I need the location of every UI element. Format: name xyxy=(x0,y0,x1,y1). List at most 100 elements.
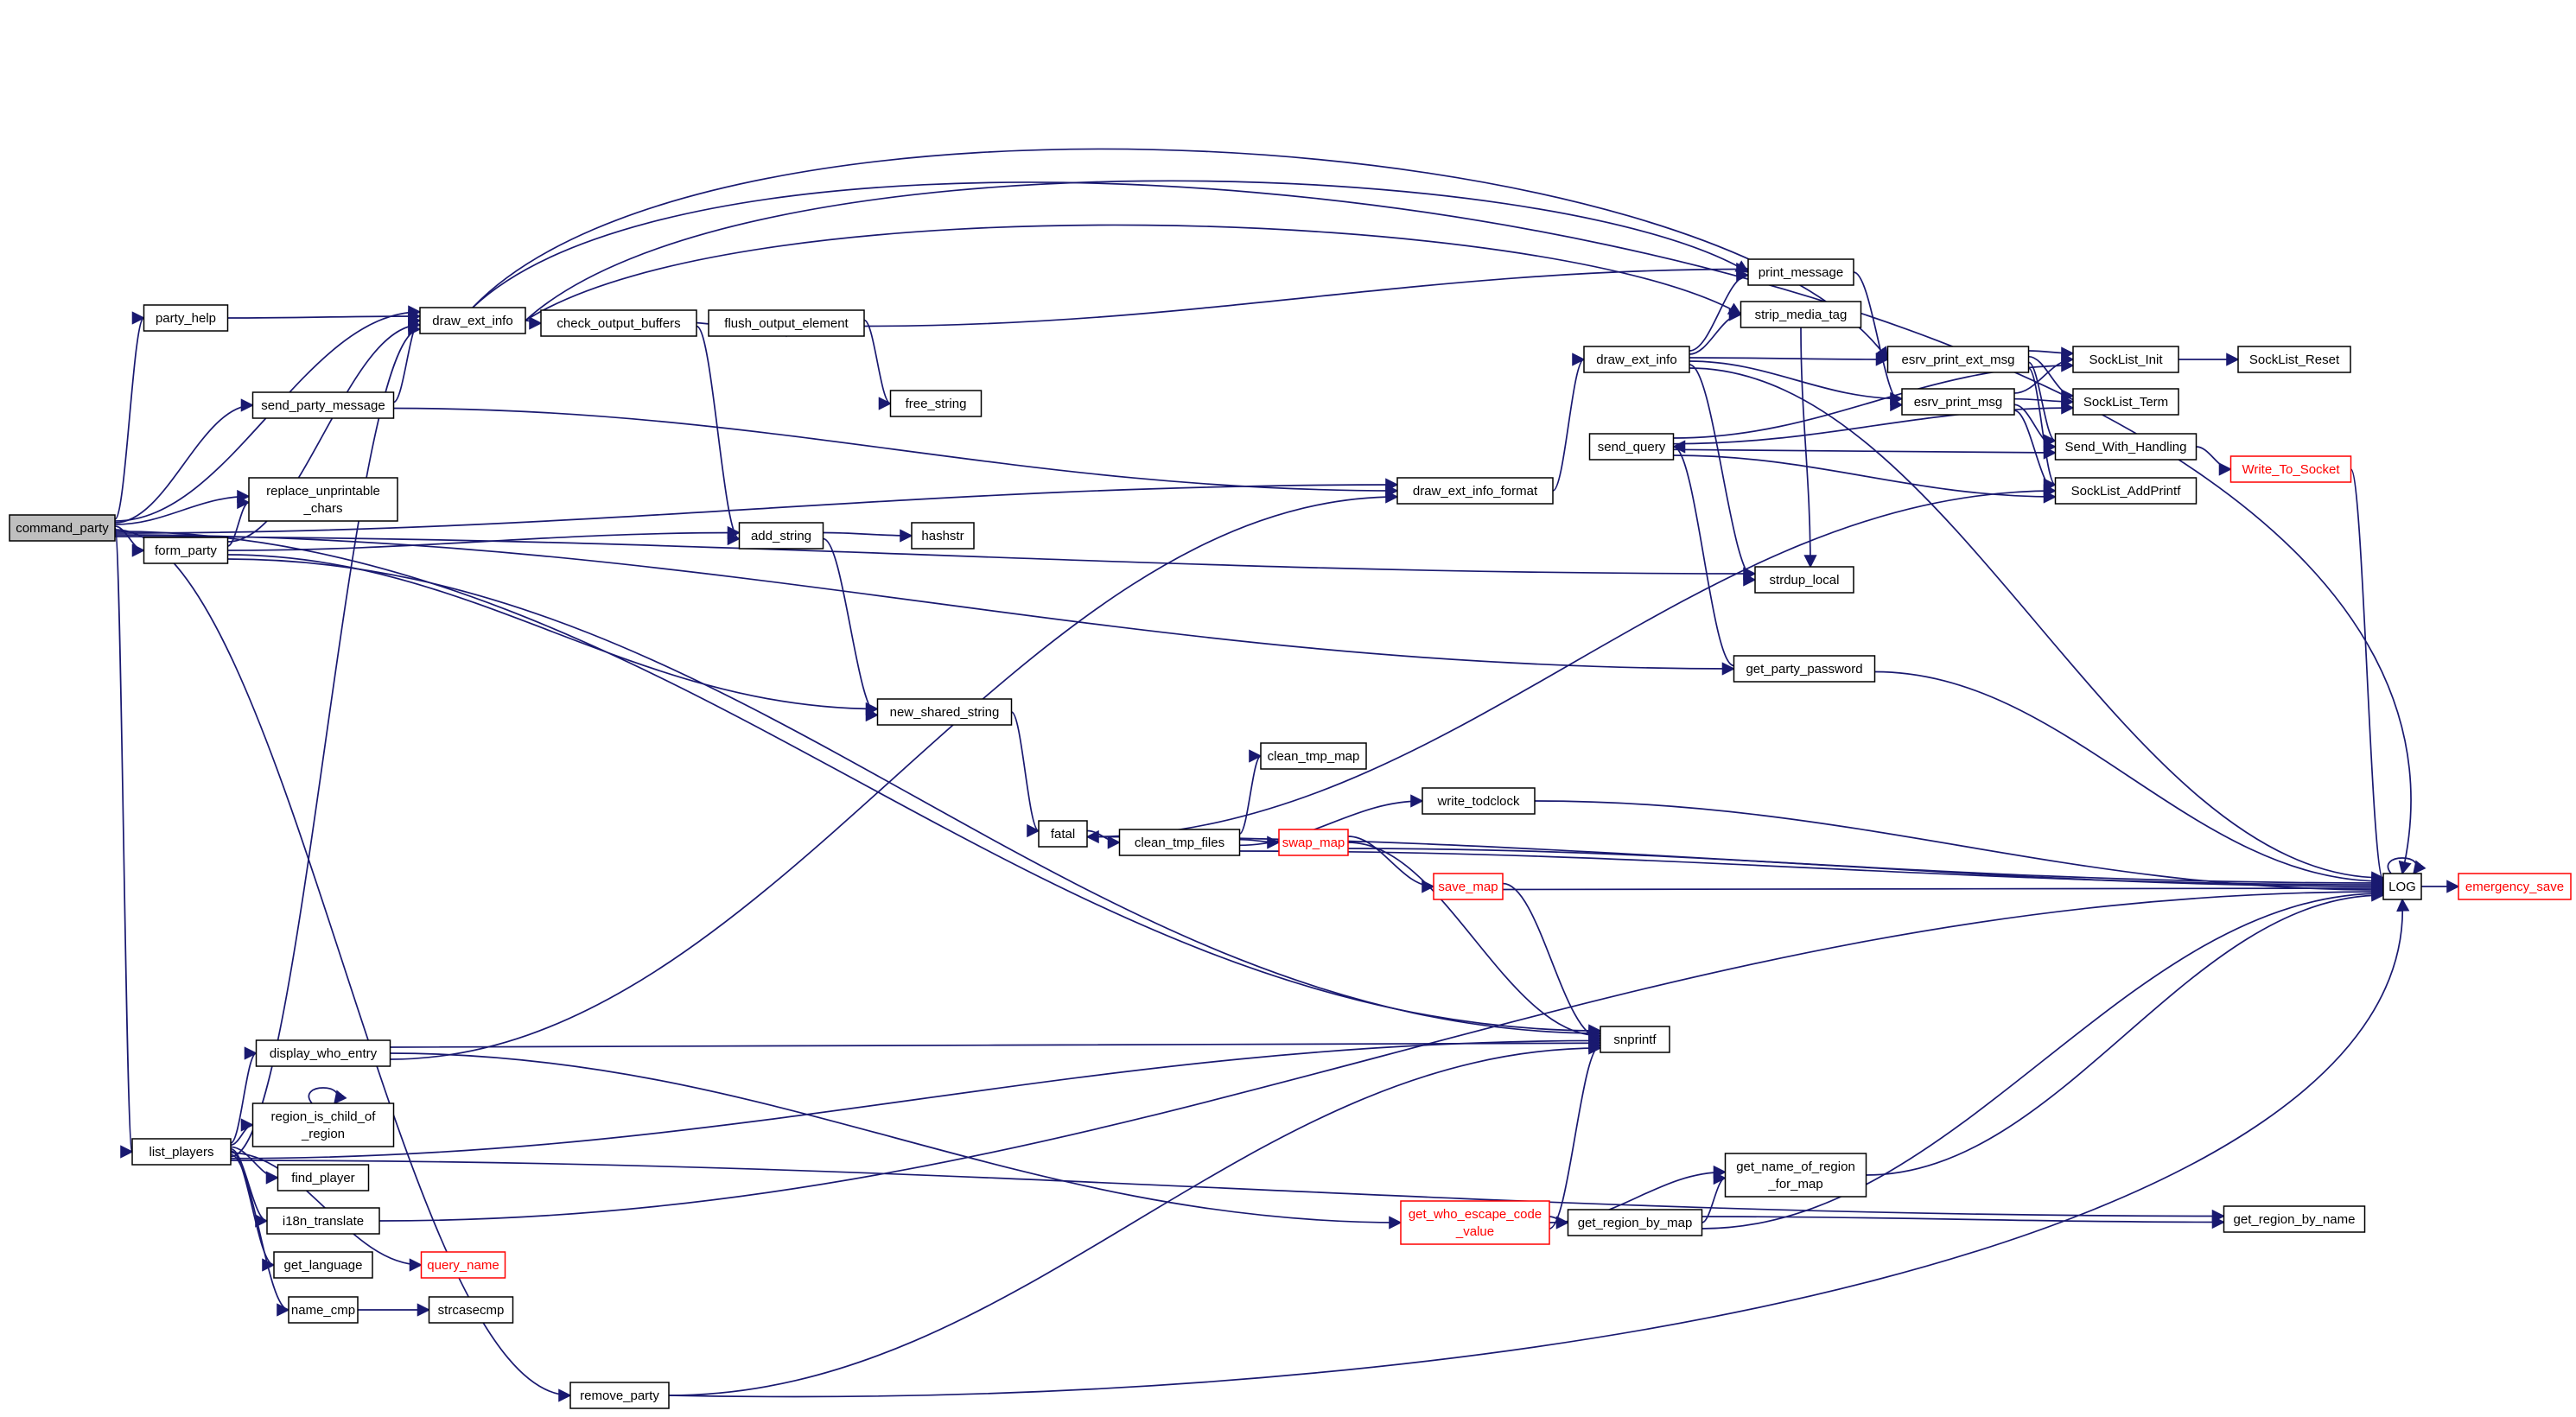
node-draw_ext_info_format[interactable]: draw_ext_info_format xyxy=(1396,477,1554,505)
node-SockList_Reset[interactable]: SockList_Reset xyxy=(2237,346,2351,373)
node-label: print_message xyxy=(1759,265,1843,280)
edge-flush_output_element-to-free_string xyxy=(863,319,893,410)
node-label: emergency_save xyxy=(2465,880,2564,894)
node-form_party[interactable]: form_party xyxy=(143,537,229,564)
node-get_who_escape_code_value[interactable]: get_who_escape_code_value xyxy=(1400,1200,1550,1245)
node-label: get_region_by_name xyxy=(2234,1212,2356,1227)
node-label: strip_media_tag xyxy=(1755,308,1848,322)
node-write_todclock[interactable]: write_todclock xyxy=(1422,787,1536,815)
edge-command_party-to-send_party_message xyxy=(114,398,255,524)
edge-command_party-to-list_players xyxy=(114,527,134,1158)
node-box xyxy=(420,1251,506,1279)
edge-clean_tmp_files-to-LOG xyxy=(1239,850,2385,892)
node-add_string[interactable]: add_string xyxy=(738,522,824,550)
node-display_who_entry[interactable]: display_who_entry xyxy=(255,1039,391,1067)
node-replace_unprintable_chars[interactable]: replace_unprintable_chars xyxy=(248,477,398,522)
node-label: check_output_buffers xyxy=(557,316,680,331)
node-get_language[interactable]: get_language xyxy=(273,1251,373,1279)
node-new_shared_string[interactable]: new_shared_string xyxy=(876,698,1013,726)
node-label: swap_map xyxy=(1282,836,1345,850)
node-draw_ext_info_a[interactable]: draw_ext_info xyxy=(419,307,526,334)
node-box xyxy=(1278,829,1349,856)
edge-draw_ext_info_a-to-print_message xyxy=(525,180,1750,321)
node-box xyxy=(1433,873,1504,900)
node-box xyxy=(131,1138,232,1166)
edge-get_party_password-to-LOG xyxy=(1874,670,2385,888)
node-SockList_Term[interactable]: SockList_Term xyxy=(2072,388,2179,416)
node-SockList_Init[interactable]: SockList_Init xyxy=(2072,346,2179,373)
node-send_query[interactable]: send_query xyxy=(1588,433,1675,461)
node-label: replace_unprintable_chars xyxy=(266,484,380,516)
node-free_string[interactable]: free_string xyxy=(889,390,983,417)
edge-check_output_buffers-to-add_string xyxy=(696,325,741,545)
node-label: draw_ext_info_format xyxy=(1413,484,1538,499)
node-label: party_help xyxy=(156,311,216,326)
node-strdup_local[interactable]: strdup_local xyxy=(1754,566,1854,594)
node-label: command_party xyxy=(16,521,109,536)
node-box xyxy=(2054,433,2198,461)
node-clean_tmp_files[interactable]: clean_tmp_files xyxy=(1118,829,1241,856)
node-get_region_by_name[interactable]: get_region_by_name xyxy=(2223,1205,2366,1233)
edge-esrv_print_msg-to-Send_With_Handling xyxy=(2013,403,2058,454)
edge-command_party-to-replace_unprintable_chars xyxy=(114,489,251,525)
node-box xyxy=(2223,1205,2366,1233)
node-command_party[interactable]: command_party xyxy=(9,514,116,542)
node-swap_map[interactable]: swap_map xyxy=(1278,829,1349,856)
node-check_output_buffers[interactable]: check_output_buffers xyxy=(540,309,697,337)
node-label: strdup_local xyxy=(1770,573,1840,588)
node-get_party_password[interactable]: get_party_password xyxy=(1733,655,1876,683)
edge-draw_ext_info_b-to-esrv_print_ext_msg xyxy=(1689,353,1890,366)
node-party_help[interactable]: party_help xyxy=(143,304,229,332)
node-print_message[interactable]: print_message xyxy=(1747,258,1854,286)
node-box xyxy=(288,1296,359,1324)
node-label: save_map xyxy=(1438,880,1498,894)
edge-command_party-to-remove_party xyxy=(114,529,572,1402)
node-fatal[interactable]: fatal xyxy=(1038,820,1088,848)
edge-list_players-to-snprintf xyxy=(230,1033,1602,1160)
node-clean_tmp_map[interactable]: clean_tmp_map xyxy=(1260,742,1367,770)
node-box xyxy=(1583,346,1690,373)
edge-esrv_print_ext_msg-to-Send_With_Handling xyxy=(2028,361,2058,448)
node-LOG[interactable]: LOG xyxy=(2382,873,2422,900)
node-SockList_AddPrintf[interactable]: SockList_AddPrintf xyxy=(2054,477,2198,505)
node-box xyxy=(1038,820,1088,848)
edge-draw_ext_info_b-to-strip_media_tag xyxy=(1689,308,1743,355)
node-send_party_message[interactable]: send_party_message xyxy=(251,391,395,419)
node-label: flush_output_element xyxy=(724,316,849,331)
node-strip_media_tag[interactable]: strip_media_tag xyxy=(1740,301,1862,328)
node-query_name[interactable]: query_name xyxy=(420,1251,506,1279)
node-box xyxy=(2237,346,2351,373)
edge-command_party-to-draw_ext_info_format xyxy=(114,478,1399,534)
node-name_cmp[interactable]: name_cmp xyxy=(288,1296,359,1324)
node-get_name_of_region_for_map[interactable]: get_name_of_region_for_map xyxy=(1724,1153,1867,1198)
node-esrv_print_ext_msg[interactable]: esrv_print_ext_msg xyxy=(1886,346,2030,373)
node-list_players[interactable]: list_players xyxy=(131,1138,232,1166)
node-i18n_translate[interactable]: i18n_translate xyxy=(266,1207,380,1235)
node-strcasecmp[interactable]: strcasecmp xyxy=(428,1296,514,1324)
node-find_player[interactable]: find_player xyxy=(277,1164,370,1191)
node-label: list_players xyxy=(149,1145,213,1160)
edge-esrv_print_msg-to-SockList_Term xyxy=(2013,395,2075,409)
node-snprintf[interactable]: snprintf xyxy=(1600,1026,1670,1053)
node-get_region_by_map[interactable]: get_region_by_map xyxy=(1567,1209,1703,1236)
node-label: get_name_of_region_for_map xyxy=(1736,1160,1855,1191)
node-emergency_save[interactable]: emergency_save xyxy=(2458,873,2572,900)
node-flush_output_element[interactable]: flush_output_element xyxy=(708,309,865,337)
edge-list_players-to-name_cmp xyxy=(230,1153,290,1317)
node-save_map[interactable]: save_map xyxy=(1433,873,1504,900)
node-draw_ext_info_b[interactable]: draw_ext_info xyxy=(1583,346,1690,373)
edge-swap_map-to-LOG xyxy=(1347,848,2385,893)
node-box xyxy=(1886,346,2030,373)
node-box xyxy=(1118,829,1241,856)
node-esrv_print_msg[interactable]: esrv_print_msg xyxy=(1901,388,2015,416)
node-region_is_child_of_region[interactable]: region_is_child_of_region xyxy=(251,1102,395,1147)
node-remove_party[interactable]: remove_party xyxy=(569,1382,670,1409)
node-Send_With_Handling[interactable]: Send_With_Handling xyxy=(2054,433,2198,461)
node-label: get_region_by_map xyxy=(1578,1216,1693,1230)
edge-display_who_entry-to-get_who_escape_code_value xyxy=(390,1052,1402,1230)
edge-party_help-to-draw_ext_info_a xyxy=(227,309,422,323)
node-Write_To_Socket[interactable]: Write_To_Socket xyxy=(2229,455,2352,483)
node-hashstr[interactable]: hashstr xyxy=(911,522,975,550)
node-label: esrv_print_ext_msg xyxy=(1902,353,2015,367)
